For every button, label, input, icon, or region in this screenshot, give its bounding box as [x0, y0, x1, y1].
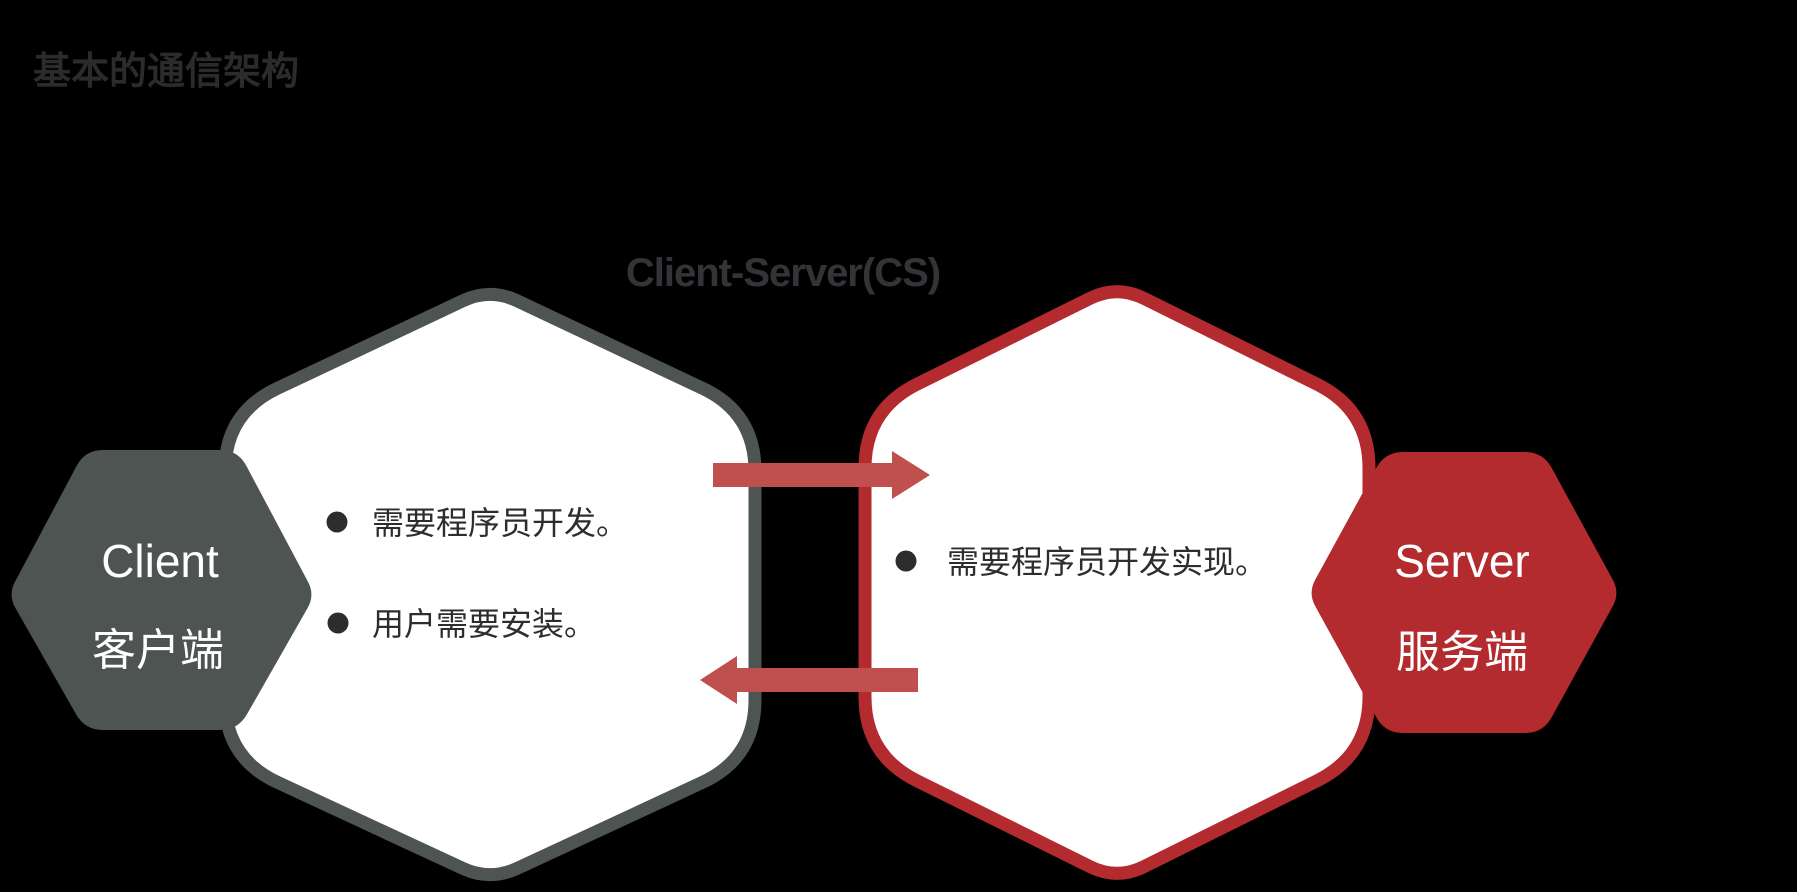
bullet-dot	[895, 550, 917, 572]
client-bullet-2: 用户需要安装。	[372, 606, 596, 642]
client-bullet-list: 需要程序员开发。 用户需要安装。	[326, 505, 628, 642]
page-title: 基本的通信架构	[33, 51, 299, 93]
server-bullet-list: 需要程序员开发实现。	[895, 544, 1267, 580]
client-bullet-1: 需要程序员开发。	[372, 505, 628, 541]
bullet-dot	[326, 511, 348, 533]
server-node-label-en: Server	[1394, 535, 1529, 587]
response-arrow-left-icon	[700, 656, 918, 704]
diagram-title: Client-Server(CS)	[626, 251, 940, 295]
server-node-label-zh: 服务端	[1396, 628, 1528, 677]
server-box-hexagon	[858, 285, 1376, 880]
server-node-hexagon	[1311, 452, 1617, 733]
client-node-label-en: Client	[101, 535, 219, 587]
client-node-label-zh: 客户端	[92, 626, 224, 675]
request-arrow-right-icon	[713, 451, 930, 499]
server-bullet-1: 需要程序员开发实现。	[947, 544, 1267, 580]
client-node-hexagon	[11, 450, 312, 730]
bullet-dot	[327, 612, 349, 634]
